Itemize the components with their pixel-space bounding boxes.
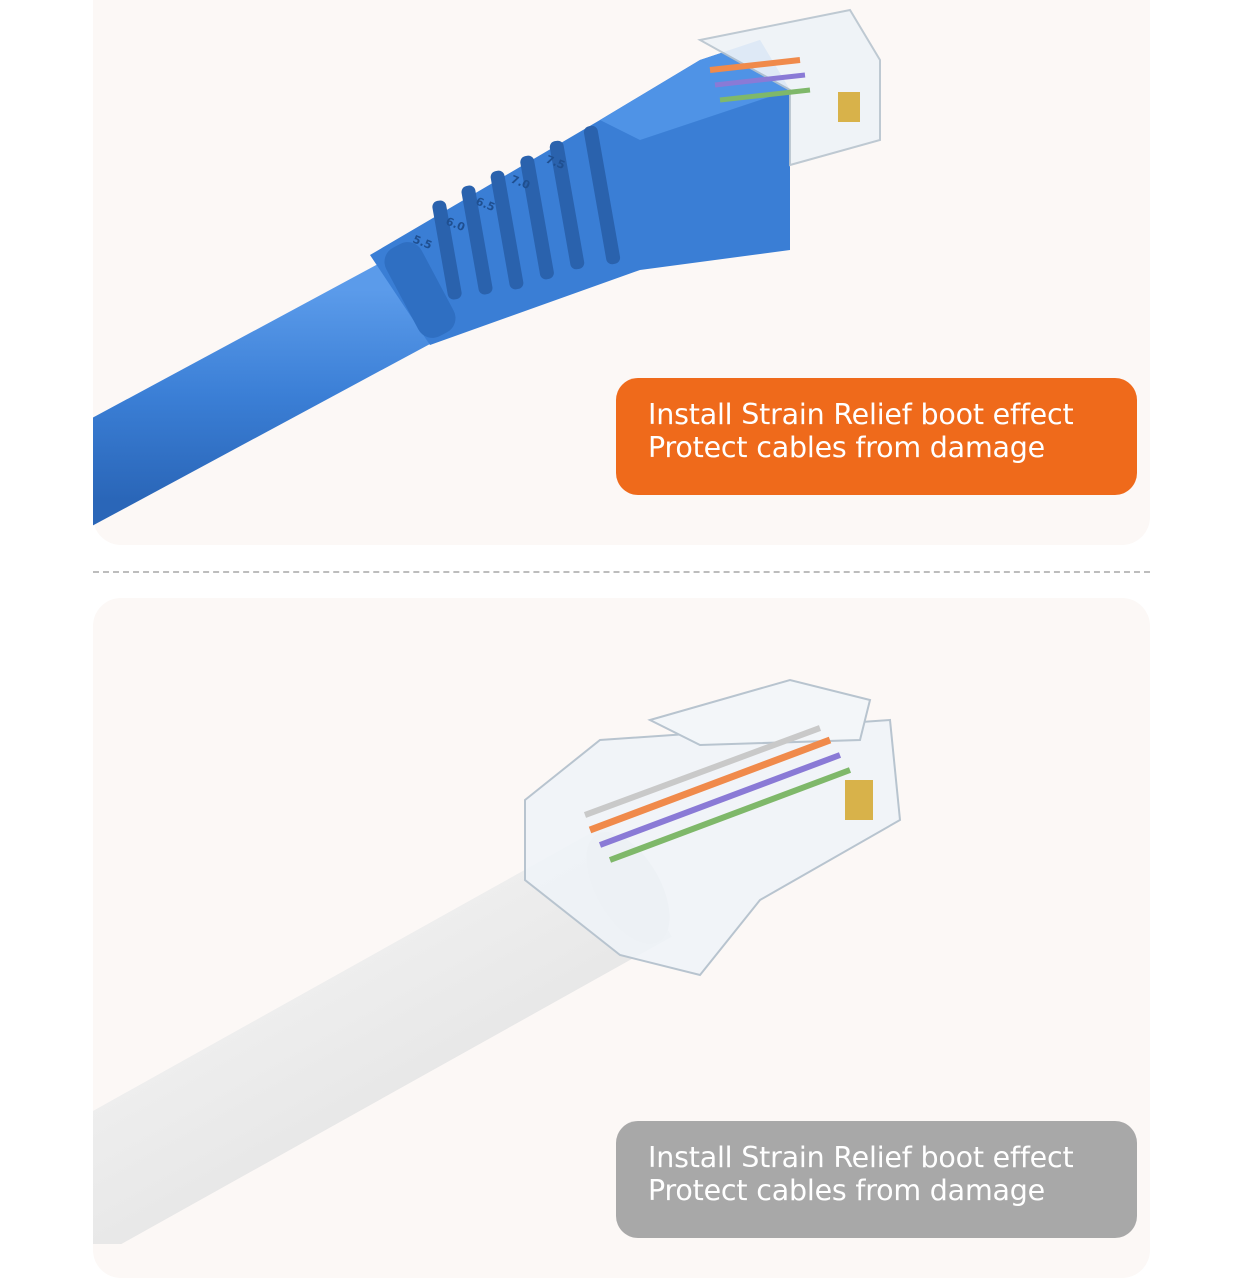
rj45-connector-top bbox=[697, 8, 881, 167]
caption-strain-relief-gray: Install Strain Relief boot effect Protec… bbox=[616, 1121, 1137, 1238]
caption-line-2: Protect cables from damage bbox=[648, 1174, 1046, 1207]
caption-line-1: Install Strain Relief boot effect bbox=[648, 1141, 1074, 1174]
rj45-connector-bottom bbox=[524, 678, 902, 977]
dashed-divider bbox=[93, 571, 1150, 573]
caption-line-2: Protect cables from damage bbox=[648, 431, 1046, 464]
caption-line-1: Install Strain Relief boot effect bbox=[648, 398, 1074, 431]
cable-illustration: 7.5 7.0 6.5 6.0 5.5 bbox=[93, 8, 902, 1244]
caption-strain-relief-orange: Install Strain Relief boot effect Protec… bbox=[616, 378, 1137, 495]
blue-cable: 7.5 7.0 6.5 6.0 5.5 bbox=[93, 8, 881, 526]
white-cable bbox=[93, 678, 902, 1244]
